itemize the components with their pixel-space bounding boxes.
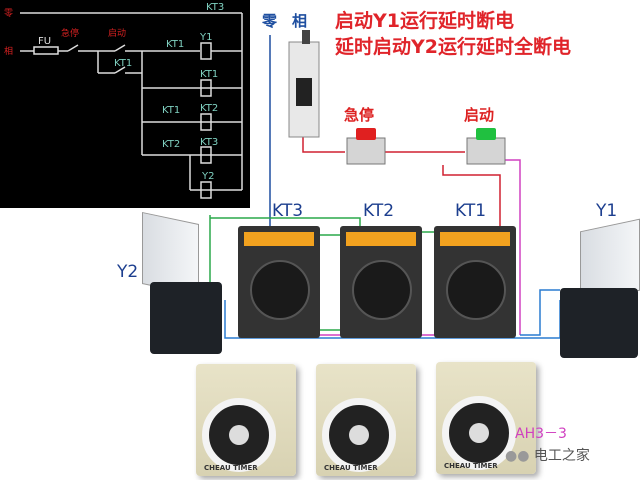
valve-label-y1: Y1 [596, 201, 618, 221]
contact-label: KT3 [206, 2, 224, 13]
contact-label: KT2 [162, 139, 180, 150]
title-line-2: 延时启动Y2运行延时全断电 [335, 36, 571, 58]
relay-label: KT2 [363, 201, 395, 221]
title-line-1: 启动Y1运行延时断电 [335, 10, 514, 32]
neutral-label: 零 [4, 8, 13, 19]
start-caption: 启动 [464, 106, 495, 124]
coil-label: Y1 [199, 32, 212, 43]
valve-label-y2: Y2 [117, 262, 139, 282]
start-label: 启动 [108, 27, 126, 39]
relay-label: KT3 [272, 201, 304, 221]
phase-label: 相 [4, 45, 13, 57]
estop-caption: 急停 [344, 106, 375, 124]
relay-kt3 [238, 226, 320, 338]
coil-label: KT1 [200, 69, 218, 80]
coil-label: KT3 [200, 137, 218, 148]
relay-label: KT1 [455, 201, 487, 221]
estop-button[interactable] [346, 128, 386, 165]
phase-label: 相 [292, 12, 308, 30]
contact-label: KT1 [166, 39, 184, 50]
coil-label: KT2 [200, 103, 218, 114]
relay-kt1 [434, 226, 516, 338]
solenoid-coil-y1 [560, 288, 638, 358]
wechat-icon: ●● [505, 448, 534, 464]
estop-label: 急停 [61, 27, 79, 39]
watermark: ●● 电工之家 [505, 448, 590, 464]
timer-1: CHEAU TIMER [196, 364, 296, 476]
solenoid-coil-y2 [150, 282, 222, 354]
model-label: AH3－3 [515, 426, 567, 442]
start-button[interactable] [466, 128, 506, 165]
fuse-label: FU [38, 36, 51, 47]
timer-3: CHEAU TIMER [436, 362, 536, 474]
coil-label: Y2 [201, 171, 214, 182]
relay-kt2 [340, 226, 422, 338]
neutral-label: 零 [262, 12, 278, 30]
contact-label: KT1 [114, 58, 132, 69]
timer-2: CHEAU TIMER [316, 364, 416, 476]
contact-label: KT1 [162, 105, 180, 116]
